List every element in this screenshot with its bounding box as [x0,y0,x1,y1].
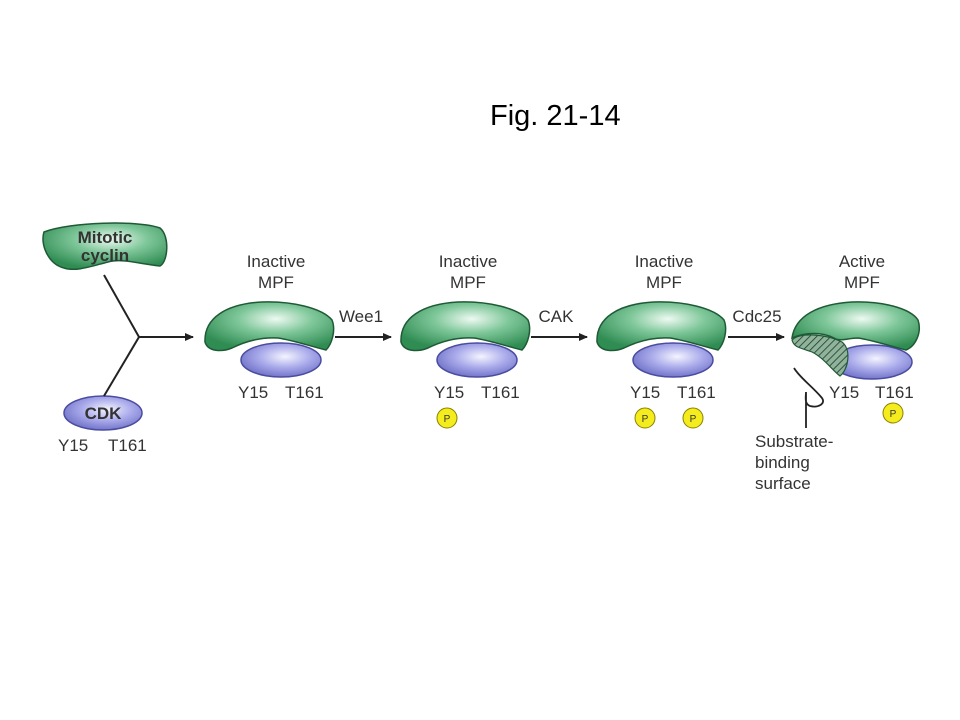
cyclin-label-line1: Mitotic [78,228,133,247]
substrate-label-line2: binding [755,453,810,472]
cyclin-shape [791,301,920,351]
stage-3-inactive-mpf: Inactive MPF Y15 T161 P P [596,252,727,429]
stage-4-y15: Y15 [829,383,859,402]
figure-title: Fig. 21-14 [490,100,621,132]
svg-text:P: P [690,414,697,425]
stage-2-name: MPF [450,273,486,292]
wee1-label: Wee1 [339,307,383,326]
substrate-pointer-line [793,367,824,428]
cdk-shape [436,342,518,378]
substrate-label-line3: surface [755,474,811,493]
stage-1-state: Inactive [247,252,306,271]
stage-2-y15: Y15 [434,383,464,402]
stage-3-y15: Y15 [630,383,660,402]
stage-4-t161: T161 [875,383,914,402]
stage-3-state: Inactive [635,252,694,271]
stage-2-t161: T161 [481,383,520,402]
stage-4-active-mpf: Active MPF Y15 T161 P Substrate- binding… [755,252,920,493]
phosphate-t161: P [882,402,904,424]
cdc25-label: Cdc25 [732,307,781,326]
substrate-binding-surface-shape [791,334,849,377]
stage-1-y15: Y15 [238,383,268,402]
cdk-label: CDK [85,404,123,423]
phosphate-y15: P [436,407,458,429]
cyclin-label-line2: cyclin [81,246,129,265]
stage-1-t161: T161 [285,383,324,402]
cdk-site-t161: T161 [108,436,147,455]
substrate-label-line1: Substrate- [755,432,833,451]
stage-2-state: Inactive [439,252,498,271]
svg-text:P: P [444,414,451,425]
phosphate-y15: P [634,407,656,429]
cdc25-step: Cdc25 [728,307,785,341]
cak-step: CAK [531,307,588,341]
stage-4-name: MPF [844,273,880,292]
wee1-step: Wee1 [335,307,392,341]
stage-1-inactive-mpf: Inactive MPF Y15 T161 [204,252,335,402]
phosphate-t161: P [682,407,704,429]
cyclin-shape [596,301,727,352]
stage-4-state: Active [839,252,885,271]
mitotic-cyclin: Mitotic cyclin [42,222,168,271]
cyclin-shape [400,301,531,352]
combine-arrow [103,274,194,397]
cak-label: CAK [539,307,575,326]
svg-text:P: P [890,409,897,420]
cdk-subunit: CDK Y15 T161 [58,395,147,455]
stage-3-t161: T161 [677,383,716,402]
cdk-shape [240,342,322,378]
cdk-shape [632,342,714,378]
stage-1-name: MPF [258,273,294,292]
stage-3-name: MPF [646,273,682,292]
cdk-site-y15: Y15 [58,436,88,455]
stage-2-inactive-mpf: Inactive MPF Y15 T161 P [400,252,531,429]
cyclin-shape [204,301,335,352]
svg-text:P: P [642,414,649,425]
